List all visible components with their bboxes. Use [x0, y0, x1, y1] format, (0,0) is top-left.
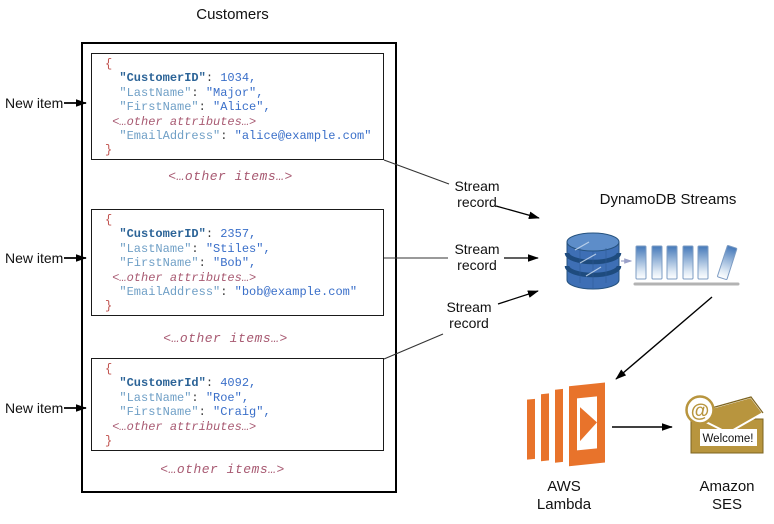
stream-record-label-2: Stream record — [454, 241, 500, 273]
code-line: "EmailAddress": "alice@example.com" — [119, 129, 372, 144]
code-line: "LastName": "Major", — [119, 85, 264, 100]
welcome-box — [700, 429, 757, 446]
envelope-flap — [687, 395, 765, 435]
ses-icon: Welcome! @ — [685, 395, 765, 454]
envelope-body — [690, 418, 764, 454]
code-line: "FirstName": "Craig", — [119, 405, 271, 420]
dynamodb-icon — [564, 232, 622, 290]
welcome-text: Welcome! — [703, 433, 754, 445]
other-items-text-3: <…other items…> — [160, 462, 285, 477]
code-line: <…other attributes…> — [112, 270, 257, 285]
other-items-text-2: <…other items…> — [163, 331, 288, 346]
code-line: "FirstName": "Alice", — [119, 100, 271, 115]
at-badge — [685, 395, 715, 425]
customers-table-box — [81, 42, 397, 493]
code-line: "LastName": "Stiles", — [119, 241, 271, 256]
stream-record-label-3: Stream record — [446, 299, 492, 331]
stream-shards-icon — [633, 245, 740, 286]
new-item-label-2: New item — [5, 250, 64, 266]
code-line: { — [105, 362, 113, 376]
code-line: <…other attributes…> — [112, 419, 257, 434]
code-line: } — [105, 143, 113, 158]
code-line: } — [105, 434, 113, 449]
code-line: } — [105, 299, 113, 314]
stream-record-label-1: Stream record — [454, 178, 500, 210]
code-line: "CustomerID": 1034, — [119, 71, 257, 86]
code-line: "CustomerID": 2357, — [119, 227, 257, 242]
dynamodb-streams-title: DynamoDB Streams — [599, 191, 737, 208]
code-line: "FirstName": "Bob", — [119, 256, 257, 271]
code-line: "LastName": "Roe", — [119, 390, 250, 405]
new-item-label-1: New item — [5, 95, 64, 111]
customer-record-box-1: { "CustomerID": 1034, "LastName": "Major… — [91, 53, 384, 160]
customers-title: Customers — [196, 6, 269, 23]
code-line: "CustomerId": 4092, — [119, 376, 257, 391]
amazon-ses-label: Amazon SES — [699, 478, 755, 513]
other-items-text-1: <…other items…> — [168, 169, 293, 184]
customer-record-box-3: { "CustomerId": 4092, "LastName": "Roe",… — [91, 358, 384, 451]
streams-to-lambda-arrow — [615, 296, 713, 380]
code-line: { — [105, 57, 113, 71]
lambda-icon — [527, 382, 605, 467]
at-icon: @ — [691, 401, 710, 422]
code-line: <…other attributes…> — [112, 114, 257, 129]
new-item-label-3: New item — [5, 400, 64, 416]
aws-lambda-label: AWS Lambda — [536, 478, 592, 513]
code-line: "EmailAddress": "bob@example.com" — [119, 285, 358, 300]
stream-record-arrow-3 — [497, 290, 539, 305]
customer-record-box-2: { "CustomerID": 2357, "LastName": "Stile… — [91, 209, 384, 316]
code-line: { — [105, 213, 113, 227]
